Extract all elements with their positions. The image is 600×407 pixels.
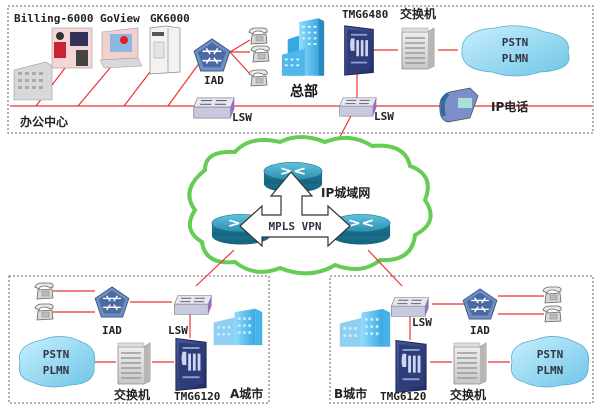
city-a-pstn-label: PSTN [43, 348, 70, 361]
goview-link [77, 67, 111, 107]
hq-tmg-label: TMG6480 [342, 8, 388, 21]
hq-pstn-label: PSTN [502, 36, 529, 49]
billing-label: Billing-6000 [14, 12, 93, 25]
headquarters-links [10, 39, 592, 151]
city-b-tmg6120-icon [395, 340, 427, 393]
mpls-vpn-label: MPLS VPN [269, 220, 322, 233]
city-b-pstn-label: PSTN [537, 348, 564, 361]
city-a-phone-1-icon [34, 282, 54, 300]
core-to-city-a-link [195, 249, 235, 287]
city-b-phone-1-icon [542, 286, 562, 304]
billing-server-icon [51, 27, 93, 69]
mpls-vpn-arrow-icon [239, 171, 351, 248]
city-b-phone-2-icon [542, 305, 562, 323]
city-b-links [409, 295, 544, 363]
city-b-tmg-label: TMG6120 [380, 390, 426, 403]
city-a-lsw-label: LSW [168, 324, 188, 337]
hq-pstn-cloud: PSTN PLMN [461, 25, 570, 77]
city-a-building-icon [213, 308, 263, 346]
city-b-plmn-label: PLMN [537, 364, 564, 377]
ip-phone-label: IP电话 [491, 99, 528, 114]
city-b-building-icon [339, 309, 391, 347]
hq-region-label: 办公中心 [20, 114, 68, 129]
city-b-lsw-label: LSW [412, 316, 432, 329]
city-a-lsw-icon [173, 295, 213, 315]
ip-man-label: IP城域网 [321, 185, 370, 200]
gk-link [123, 71, 151, 107]
city-a-phone-2-icon [34, 303, 54, 321]
hq-building-icon [281, 18, 325, 76]
city-a-tmg6120-icon [175, 338, 207, 391]
hq-lsw-left-label: LSW [232, 111, 252, 124]
city-a-region-label: A城市 [230, 386, 263, 401]
hq-phone-2-icon [250, 45, 270, 63]
gk6000-label: GK6000 [150, 12, 190, 25]
hq-phone-3-icon [248, 69, 268, 87]
ip-phone-icon [439, 87, 479, 123]
hq-phone-1-icon [248, 27, 268, 45]
goview-pc-icon [99, 27, 143, 69]
city-a-iad-label: IAD [102, 324, 122, 337]
city-a-pstn-cloud: PSTN PLMN [18, 336, 96, 388]
city-b-region-border [329, 275, 594, 404]
iad-phone3-link [229, 51, 251, 75]
hq-switch-icon [401, 27, 435, 70]
hq-tmg6480-icon [344, 25, 374, 76]
hq-building-label: 总部 [290, 83, 318, 100]
hq-lsw-right-icon [339, 97, 377, 117]
hq-plmn-label: PLMN [502, 52, 529, 65]
hq-switch-label: 交换机 [400, 6, 436, 21]
hq-lsw-right-label: LSW [374, 110, 394, 123]
hq-iad-label: IAD [204, 74, 224, 87]
office-building-icon [13, 61, 53, 101]
headquarters-region-border [7, 5, 594, 134]
iad-phone1-link [229, 39, 251, 53]
iad-link [167, 61, 201, 107]
city-a-switch-label: 交换机 [114, 387, 150, 402]
core-to-city-b-link [367, 249, 403, 287]
city-a-iad-icon [94, 286, 130, 318]
city-a-links [53, 290, 191, 363]
city-a-region-border [8, 275, 270, 404]
gk6000-server-icon [149, 25, 181, 75]
hq-iad-icon [193, 38, 231, 72]
city-b-switch-icon [453, 342, 487, 385]
hq-lsw-left-icon [193, 97, 235, 119]
city-a-switch-icon [117, 342, 151, 385]
city-b-iad-label: IAD [470, 324, 490, 337]
city-b-region-label: B城市 [334, 386, 367, 401]
ip-man-cloud [187, 135, 433, 276]
city-a-tmg-label: TMG6120 [174, 390, 220, 403]
city-b-pstn-cloud: PSTN PLMN [510, 336, 590, 388]
goview-label: GoView [100, 12, 140, 25]
city-a-plmn-label: PLMN [43, 364, 70, 377]
city-b-switch-label: 交换机 [450, 387, 486, 402]
city-b-lsw-icon [390, 297, 430, 317]
city-b-iad-icon [462, 288, 498, 320]
